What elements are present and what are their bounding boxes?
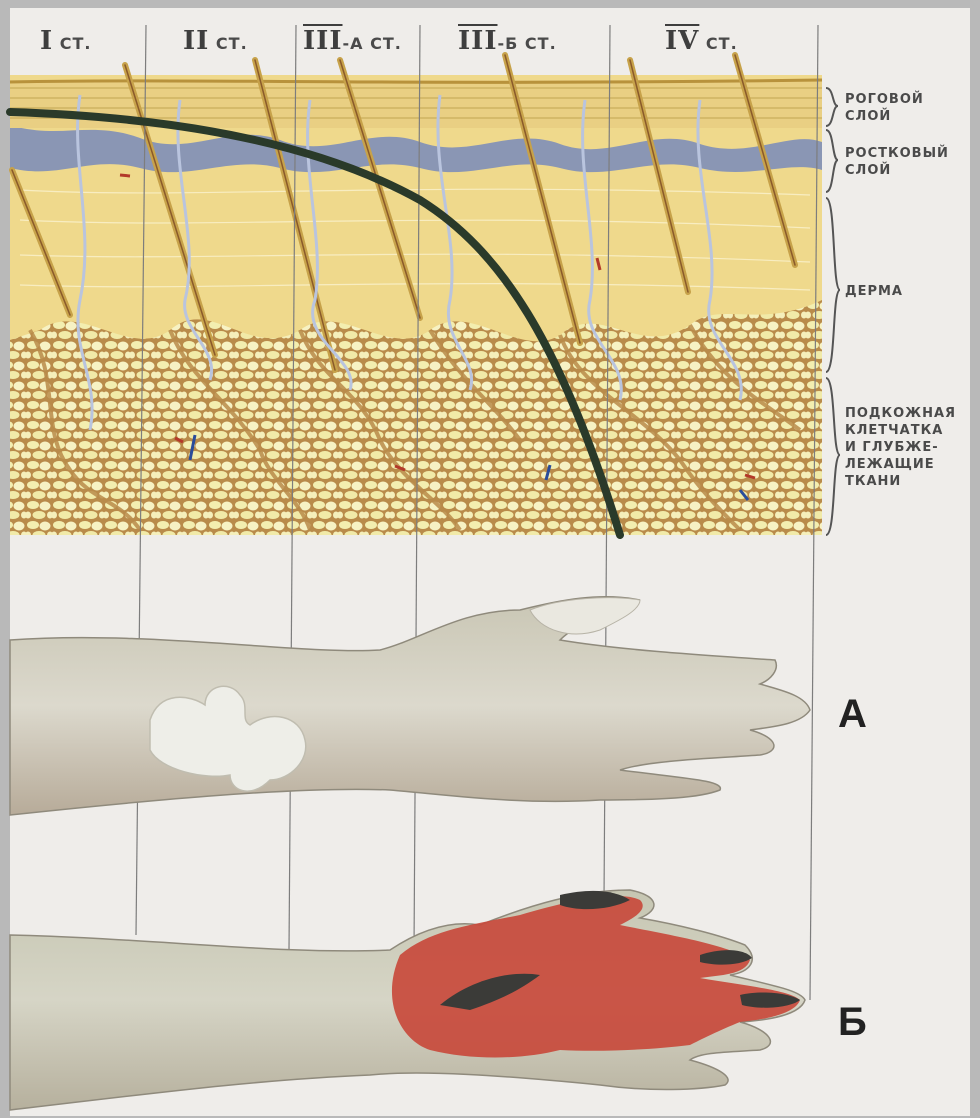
degree-label-i: I СТ.: [40, 26, 91, 56]
degree-suffix: СТ.: [216, 34, 248, 53]
degree-label-iiib: III-Б СТ.: [458, 26, 557, 56]
degree-suffix: СТ.: [706, 34, 738, 53]
degree-label-iv: IV СТ.: [665, 26, 738, 56]
layer-label-horny: РОГОВОЙ СЛОЙ: [845, 91, 924, 125]
degree-suffix: СТ.: [60, 34, 92, 53]
layer-label-germinal: РОСТКОВЫЙ СЛОЙ: [845, 145, 949, 179]
hand-label-a: А: [838, 692, 867, 737]
layer-label-subcutis: ПОДКОЖНАЯ КЛЕТЧАТКА И ГЛУБЖЕ- ЛЕЖАЩИЕ ТК…: [845, 405, 956, 490]
degree-label-ii: II СТ.: [183, 26, 248, 56]
degree-numeral: III: [303, 26, 343, 56]
degree-numeral: I: [40, 26, 53, 56]
degree-suffix: -Б СТ.: [498, 34, 557, 53]
degree-numeral: III: [458, 26, 498, 56]
degree-numeral: II: [183, 26, 209, 56]
hand-label-b: Б: [838, 1000, 867, 1045]
degree-suffix: -А СТ.: [343, 34, 402, 53]
skin-cross-section: [10, 55, 822, 535]
layer-label-dermis: ДЕРМА: [845, 283, 903, 300]
degree-numeral: IV: [665, 26, 699, 56]
degree-label-iiia: III-А СТ.: [303, 26, 402, 56]
